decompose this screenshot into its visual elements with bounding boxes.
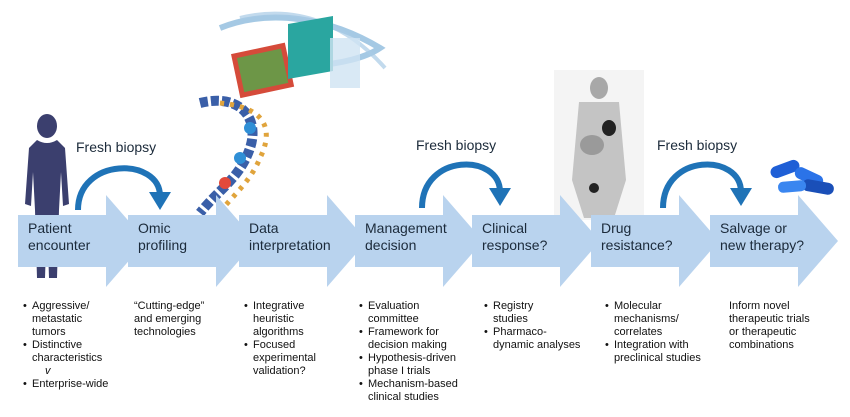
detail-line: Distinctive [32,339,83,351]
detail-line: correlates [614,326,663,338]
detail-line: algorithms [253,326,304,338]
stage-label-line1: Patient [28,220,72,236]
biopsy-label-2: Fresh biopsy [416,137,497,153]
detail-line: studies [493,313,528,325]
stage-label-line2: decision [365,237,417,253]
biopsy-label-3: Fresh biopsy [657,137,738,153]
detail-line: clinical studies [368,391,439,403]
detail-line: tumors [32,326,66,338]
biopsy-loop-1 [75,165,171,211]
management-details: Evaluation committee Framework for decis… [359,300,458,404]
stage-label-line2: interpretation [249,237,331,253]
detail-line: characteristics [32,352,103,364]
omic-details: “Cutting-edge” and emerging technologies [134,300,204,339]
biopsy-loop-2 [419,161,511,209]
detail-line: validation? [253,365,306,377]
detail-line: Evaluation [368,300,420,312]
stage-label-line2: response? [482,237,548,253]
detail-line: v [45,365,51,377]
detail-line: decision making [368,339,447,351]
detail-line: experimental [253,352,316,364]
drug-details: Molecular mechanisms/ correlates Integra… [605,300,701,365]
detail-line: Framework for [368,326,439,338]
patient-details: Aggressive/ metastatic tumors Distinctiv… [23,300,108,391]
detail-line: Inform novel [729,300,790,312]
omic-data-visualization [196,11,387,220]
detail-line: Aggressive/ [32,300,90,312]
detail-line: mechanisms/ [614,313,679,325]
stage-label-line1: Clinical [482,220,528,236]
detail-line: Registry [493,300,534,312]
pills-image [770,159,834,195]
data-details: Integrative heuristic algorithms Focused… [244,300,316,378]
stage-label-line1: Drug [601,220,632,236]
detail-line: metastatic [32,313,83,325]
detail-line: Mechanism-based [368,378,458,390]
detail-line: Integrative [253,300,305,312]
detail-line: technologies [134,326,196,338]
detail-line: Pharmaco- [493,326,547,338]
salvage-details: Inform novel therapeutic trials or thera… [729,300,810,352]
biopsy-label-1: Fresh biopsy [76,139,157,155]
stage-label-line1: Salvage or [720,220,787,236]
detail-line: Focused [253,339,296,351]
detail-line: committee [368,313,419,325]
detail-line: Enterprise-wide [32,378,109,390]
clinical-details: Registry studies Pharmaco- dynamic analy… [484,300,580,352]
pet-scan-image [554,70,644,220]
stage-label-line2: encounter [28,237,91,253]
detail-line: Molecular [614,300,662,312]
stage-label-line1: Omic [138,220,171,236]
stage-label-line2: new therapy? [720,237,805,253]
detail-line: therapeutic trials [729,313,810,325]
detail-line: Integration with [614,339,689,351]
stage-label-line1: Data [249,220,279,236]
stage-label-line1: Management [365,220,447,236]
detail-line: preclinical studies [614,352,701,364]
detail-line: heuristic [253,313,294,325]
stage-label-line2: resistance? [601,237,673,253]
detail-line: phase I trials [368,365,431,377]
detail-line: and emerging [134,313,202,325]
detail-line: Hypothesis-driven [368,352,457,364]
detail-line: or therapeutic [729,326,797,338]
stage-label-line2: profiling [138,237,188,253]
detail-line: combinations [729,339,794,351]
detail-line: dynamic analyses [493,339,581,351]
detail-line: “Cutting-edge” [134,300,205,312]
biopsy-loop-3 [660,161,752,209]
